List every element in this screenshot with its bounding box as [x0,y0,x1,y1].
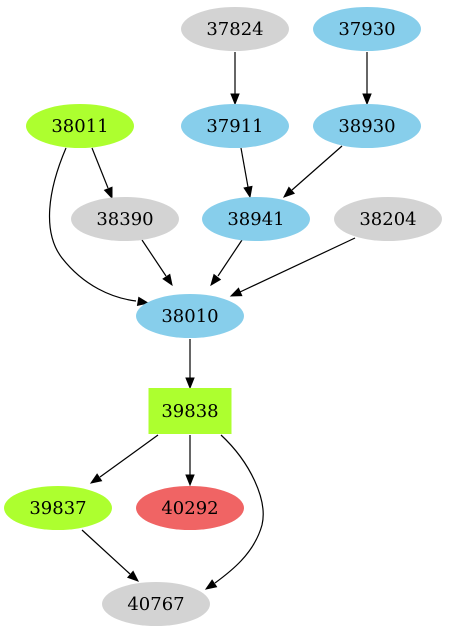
node-ellipse[interactable] [102,582,210,626]
edge-39838-to-40767 [204,434,264,590]
node-label: 38010 [161,306,218,327]
node-39837[interactable]: 39837 [4,486,112,530]
edge-line [141,239,167,277]
node-40767[interactable]: 40767 [102,582,210,626]
node-ellipse[interactable] [313,104,421,148]
edge-37911-to-38941 [240,147,253,199]
node-ellipse[interactable] [202,197,310,241]
edge-39837-to-40767 [81,529,140,582]
node-38390[interactable]: 38390 [71,197,179,241]
edge-line [91,147,109,189]
node-label: 40292 [161,498,218,519]
node-37911[interactable]: 37911 [181,104,289,148]
node-ellipse[interactable] [181,7,289,51]
node-38010[interactable]: 38010 [136,294,244,338]
node-label: 38390 [96,209,153,230]
node-label: 37930 [338,19,395,40]
node-38941[interactable]: 38941 [202,197,310,241]
edge-37930-to-38930 [362,52,372,106]
edge-line [99,434,159,478]
node-label: 39838 [161,401,218,422]
node-label: 37911 [206,116,263,137]
arrowhead [230,93,240,106]
edge-line [81,529,131,575]
node-37824[interactable]: 37824 [181,7,289,51]
edge-line [214,434,264,584]
node-box[interactable] [148,388,232,434]
edge-38010-to-39838 [185,339,195,390]
node-ellipse[interactable] [26,104,134,148]
node-ellipse[interactable] [136,486,244,530]
arrowhead [162,273,173,287]
edge-38204-to-38010 [229,237,356,297]
edge-line [239,237,356,293]
edge-38390-to-38010 [141,239,173,287]
node-ellipse[interactable] [71,197,179,241]
node-label: 38204 [359,209,416,230]
edges-layer [48,52,372,590]
node-37930[interactable]: 37930 [313,7,421,51]
arrowhead [204,579,218,590]
node-38930[interactable]: 38930 [313,104,421,148]
nodes-layer: 37824 37930 38011 37911 38930 38390 38941 38204… [4,7,442,626]
arrowhead [185,377,195,390]
node-label: 38941 [227,209,284,230]
arrowhead [282,186,296,198]
edge-38930-to-38941 [282,145,343,198]
edge-38941-to-38010 [210,239,243,287]
edge-39838-to-40292 [185,435,195,487]
node-38204[interactable]: 38204 [334,197,442,241]
node-label: 40767 [127,594,184,615]
node-ellipse[interactable] [334,197,442,241]
arrowhead [89,473,103,484]
edge-38011-to-38010 [48,147,150,306]
node-39838[interactable]: 39838 [148,388,232,434]
edge-39838-to-39837 [89,434,159,484]
arrowhead [126,570,140,582]
node-label: 37824 [206,19,263,40]
arrowhead [229,287,243,297]
node-ellipse[interactable] [181,104,289,148]
arrowhead [243,185,253,199]
arrowhead [185,474,195,487]
arrowhead [362,93,372,106]
arrowhead [103,186,113,200]
node-ellipse[interactable] [313,7,421,51]
node-ellipse[interactable] [4,486,112,530]
edge-line [217,239,243,277]
node-label: 38011 [51,116,108,137]
edge-38011-to-38390 [91,147,113,200]
node-label: 38930 [338,116,395,137]
edge-line [240,147,249,188]
node-label: 39837 [29,498,86,519]
arrowhead [136,296,150,306]
node-40292[interactable]: 40292 [136,486,244,530]
edge-37824-to-37911 [230,52,240,106]
edge-line [48,147,137,302]
node-ellipse[interactable] [136,294,244,338]
edge-line [291,145,343,191]
arrowhead [210,273,222,287]
node-38011[interactable]: 38011 [26,104,134,148]
